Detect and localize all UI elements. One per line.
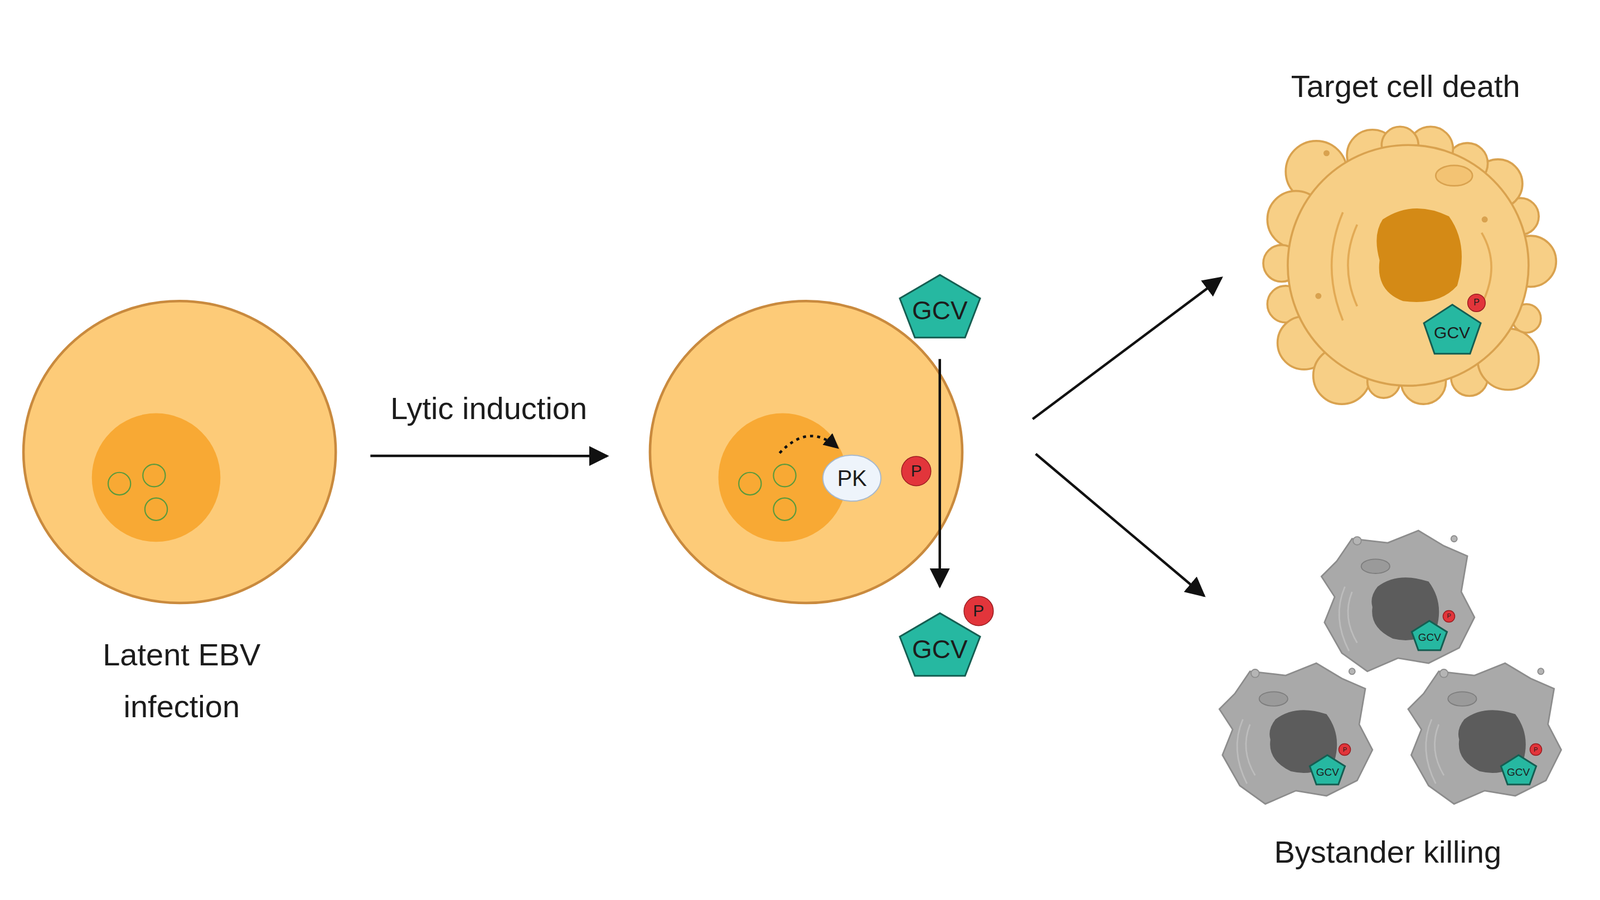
condensed-nucleus	[1376, 208, 1462, 303]
ganciclovir: PGCV	[1411, 620, 1448, 652]
mitochondrion	[1435, 165, 1473, 187]
node-label: GCV	[912, 296, 968, 326]
node-label: P	[1533, 746, 1538, 754]
pentagon	[1310, 755, 1346, 786]
arrow-connector	[1035, 453, 1205, 596]
node-label: GCV	[1418, 631, 1442, 644]
viral-episome	[142, 464, 166, 487]
phosphate: P	[1338, 743, 1351, 756]
circle	[1529, 744, 1542, 756]
ganciclovir: PGCV	[1308, 754, 1346, 786]
nucleus	[91, 413, 221, 543]
heading-label: Bystander killing	[1273, 834, 1502, 871]
pentagon	[1423, 304, 1481, 355]
viral-episome	[773, 464, 796, 487]
arrow-connector	[1032, 277, 1222, 419]
node-label: P	[1342, 746, 1347, 754]
phosphate: P	[963, 595, 995, 627]
node-label: PK	[837, 465, 867, 492]
pentagon	[1412, 621, 1448, 651]
granule	[1481, 216, 1488, 223]
pentagon	[1500, 755, 1536, 786]
viral-episome	[773, 498, 796, 521]
target-cell: PGCVTarget cell death	[1249, 56, 1561, 409]
phosphate: P	[900, 456, 932, 487]
er-line	[1331, 212, 1343, 321]
dying-cell-body	[1287, 144, 1529, 386]
pentagon	[899, 274, 981, 338]
ganciclovir: PGCV	[898, 612, 982, 678]
arrow-connector	[370, 454, 608, 458]
cell-body	[23, 301, 336, 604]
pentagon	[899, 613, 981, 677]
node-label: P	[910, 461, 923, 482]
viral-episome	[108, 472, 131, 496]
latent-cell: Latent EBV infection	[23, 298, 340, 733]
heading-label: Target cell death	[1291, 68, 1521, 105]
circle	[1443, 610, 1456, 623]
ellipse	[822, 455, 881, 502]
node-label: GCV	[912, 634, 968, 665]
circle	[963, 596, 994, 627]
node-label: GCV	[1506, 766, 1530, 779]
node-label: P	[972, 601, 984, 622]
circle	[1467, 294, 1486, 313]
protein-kinase: PK	[822, 454, 882, 502]
phosphate: P	[1529, 743, 1543, 756]
ganciclovir: GCV	[898, 273, 982, 339]
arrow-connector	[938, 359, 942, 587]
circle	[1339, 744, 1351, 756]
node-label: P	[1473, 297, 1480, 308]
bystander-cell	[1321, 530, 1475, 672]
phosphate: P	[1467, 293, 1486, 313]
phosphate: P	[1442, 610, 1456, 623]
bystander-group: PGCVPGCVPGCVBystander killing	[1214, 530, 1561, 883]
cell-body	[650, 301, 963, 604]
viral-episome	[738, 472, 761, 496]
granule	[1315, 293, 1322, 300]
circle	[901, 456, 932, 487]
ganciclovir: PGCV	[1422, 303, 1482, 356]
er-line	[1348, 224, 1357, 307]
node-label: GCV	[1316, 766, 1340, 779]
bystander-cell	[1219, 663, 1373, 805]
ganciclovir: PGCV	[1500, 754, 1538, 786]
node-label: P	[1446, 612, 1451, 620]
blebs	[1263, 126, 1556, 405]
viral-episome	[144, 498, 168, 521]
bystander-cell	[1408, 663, 1562, 805]
heading-label: Latent EBV infection	[59, 629, 304, 733]
lytic-cell: PK P	[650, 301, 963, 605]
granule	[1323, 149, 1330, 157]
edge-label: Lytic induction	[390, 390, 588, 427]
node-label: GCV	[1433, 323, 1471, 343]
expression-arrow	[779, 435, 837, 454]
